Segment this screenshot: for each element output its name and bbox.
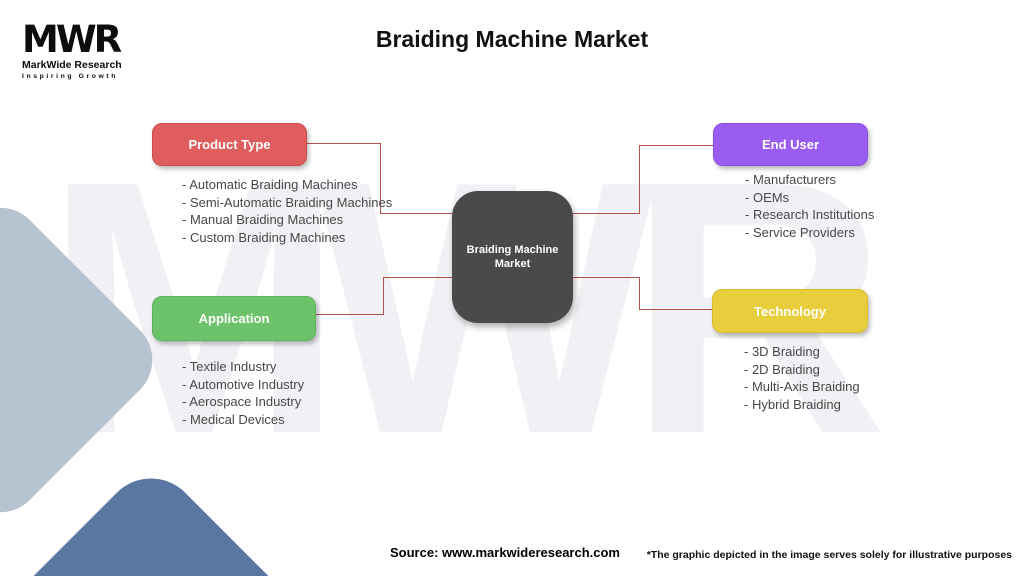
- list-item: Multi-Axis Braiding: [744, 378, 860, 396]
- connector-product-h1: [307, 143, 380, 144]
- connector-enduser-h1: [573, 213, 640, 214]
- connector-enduser-v: [639, 145, 640, 214]
- logo-name: MarkWide Research: [22, 59, 122, 71]
- list-item: Manufacturers: [745, 171, 874, 189]
- connector-application-v: [383, 277, 384, 315]
- connector-technology-h2: [639, 309, 713, 310]
- list-item: 3D Braiding: [744, 343, 860, 361]
- source-text: Source: www.markwideresearch.com: [389, 545, 621, 560]
- list-item: Semi-Automatic Braiding Machines: [182, 194, 392, 212]
- node-end-user: End User: [713, 123, 868, 166]
- central-node-label: Braiding Machine Market: [466, 244, 559, 270]
- connector-application-h2: [383, 277, 452, 278]
- list-item: Service Providers: [745, 224, 874, 242]
- connector-technology-v: [639, 277, 640, 310]
- markwide-logo: MWR MarkWide Research Inspiring Growth: [22, 18, 122, 80]
- technology-list: 3D Braiding 2D Braiding Multi-Axis Braid…: [744, 343, 860, 413]
- list-item: Textile Industry: [182, 358, 304, 376]
- connector-application-h1: [316, 314, 383, 315]
- list-item: Automotive Industry: [182, 376, 304, 394]
- disclaimer-text: *The graphic depicted in the image serve…: [646, 549, 1012, 561]
- list-item: 2D Braiding: [744, 361, 860, 379]
- connector-technology-h1: [573, 277, 640, 278]
- node-product-type: Product Type: [152, 123, 307, 166]
- list-item: Automatic Braiding Machines: [182, 176, 392, 194]
- node-application-label: Application: [198, 311, 270, 326]
- list-item: Medical Devices: [182, 411, 304, 429]
- logo-tagline: Inspiring Growth: [22, 73, 118, 80]
- node-product-type-label: Product Type: [188, 137, 271, 152]
- central-node: Braiding Machine Market: [452, 191, 573, 323]
- list-item: Research Institutions: [745, 206, 874, 224]
- list-item: Hybrid Braiding: [744, 396, 860, 414]
- list-item: Custom Braiding Machines: [182, 229, 392, 247]
- connector-product-h2: [380, 213, 452, 214]
- logo-glyph: MWR: [22, 18, 122, 61]
- list-item: OEMs: [745, 189, 874, 207]
- node-technology-label: Technology: [754, 303, 826, 319]
- list-item: Manual Braiding Machines: [182, 211, 392, 229]
- list-item: Aerospace Industry: [182, 393, 304, 411]
- application-list: Textile Industry Automotive Industry Aer…: [182, 358, 304, 428]
- node-application: Application: [152, 296, 316, 341]
- node-end-user-label: End User: [761, 137, 820, 152]
- product-type-list: Automatic Braiding Machines Semi-Automat…: [182, 176, 392, 246]
- node-technology: Technology: [712, 289, 868, 333]
- page-title: Braiding Machine Market: [375, 26, 649, 52]
- connector-enduser-h2: [639, 145, 713, 146]
- end-user-list: Manufacturers OEMs Research Institutions…: [745, 171, 874, 241]
